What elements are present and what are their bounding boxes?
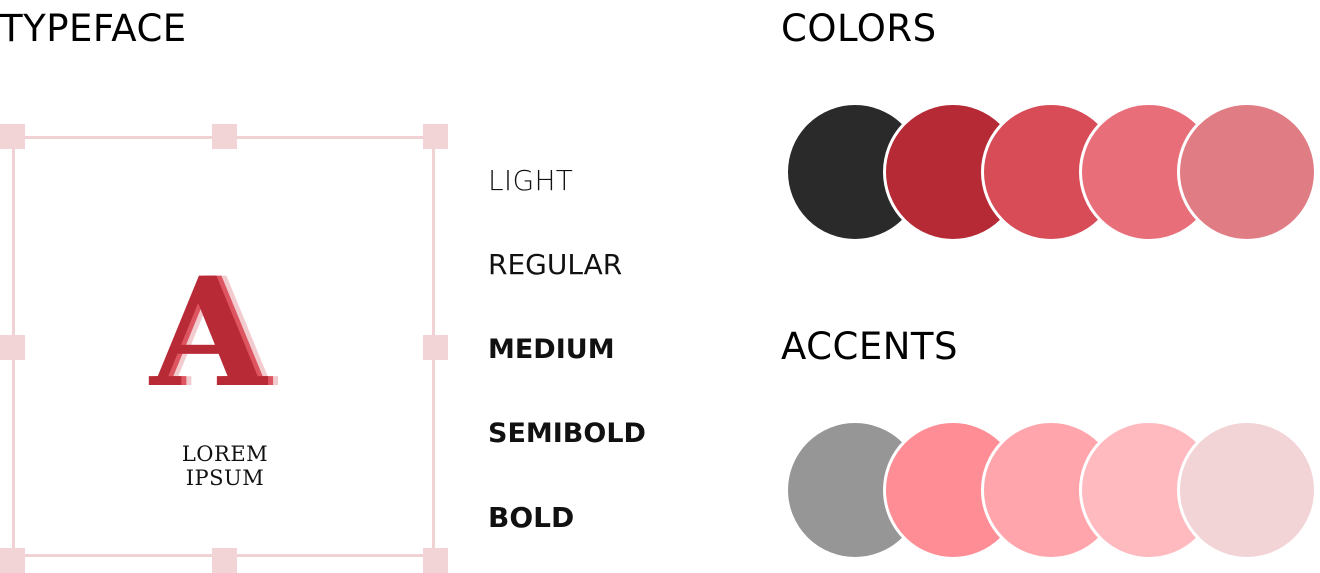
frame-handle-bottom-right[interactable] xyxy=(423,548,448,573)
accents-heading: ACCENTS xyxy=(781,325,958,368)
frame-handle-bottom-left[interactable] xyxy=(0,548,25,573)
color-swatch[interactable] xyxy=(1177,102,1317,242)
colors-heading: COLORS xyxy=(781,7,937,50)
weight-bold-label: BOLD xyxy=(488,501,575,534)
frame-handle-middle-right[interactable] xyxy=(423,335,448,360)
frame-handle-top-left[interactable] xyxy=(0,124,25,149)
weight-light-label: LIGHT xyxy=(488,164,574,197)
typeface-heading: TYPEFACE xyxy=(0,7,187,50)
accent-swatch[interactable] xyxy=(1177,420,1317,560)
weight-regular-label: REGULAR xyxy=(488,248,623,281)
glyph-main: A xyxy=(150,245,267,421)
glyph-shadow-light: A xyxy=(160,245,277,421)
frame-handle-bottom-middle[interactable] xyxy=(212,548,237,573)
frame-handle-top-middle[interactable] xyxy=(212,124,237,149)
accent-swatch-row xyxy=(785,420,1320,560)
glyph-shadow-mid: A xyxy=(155,245,272,421)
color-swatch-row xyxy=(785,102,1320,242)
frame-handle-middle-left[interactable] xyxy=(0,335,25,360)
typeface-glyph-sample: A A A xyxy=(150,258,310,408)
weight-semibold-label: SEMIBOLD xyxy=(488,418,646,449)
weight-medium-label: MEDIUM xyxy=(488,334,615,365)
frame-handle-top-right[interactable] xyxy=(423,124,448,149)
typeface-sample-text: LOREM IPSUM xyxy=(181,442,269,490)
